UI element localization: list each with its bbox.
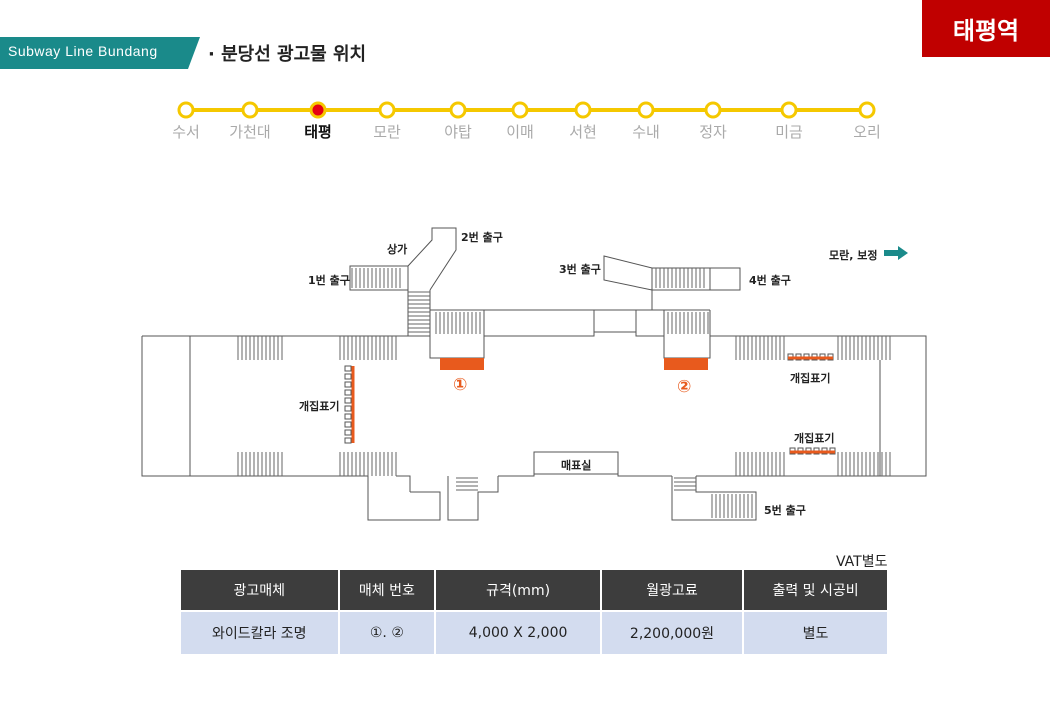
vat-note: VAT별도 [836,554,888,570]
cell-monthly-fee: 2,200,000원 [600,610,745,654]
stairs-exit1 [351,268,401,288]
corridor-niche [593,310,637,332]
line-tag: Subway Line Bundang [0,37,200,69]
station-dot-10 [858,101,876,119]
ad-marker-2-label: ② [677,377,692,397]
station-label-8: 정자 [699,123,727,141]
lower-left-room [367,476,441,521]
ad-marker-1-label: ① [453,375,468,395]
station-dot-7 [637,101,655,119]
station-dot-4 [449,101,467,119]
station-label-4: 야탑 [444,123,472,141]
page-title: · 분당선 광고물 위치 [208,44,367,65]
label-gate-upper-right: 개집표기 [790,372,831,385]
label-direction: 모란, 보정 [829,249,878,262]
header-production-fee: 출력 및 시공비 [743,570,887,611]
stair-2-well [663,310,711,359]
lower-left-stairs [447,476,499,521]
cell-production-fee: 별도 [743,610,887,654]
label-mall: 상가 [387,243,408,256]
gate-left [344,365,355,444]
cell-media-number: ①. ② [338,610,437,654]
line-tag-shape [0,37,200,69]
exit2-passage [407,227,457,291]
stairs-exit4 [655,268,705,288]
station-label-2: 태평 [304,123,332,141]
stairs-upper-right-2 [837,336,891,360]
stairs-exit5 [711,494,753,518]
station-dot-3 [378,101,396,119]
pricing-table: 광고매체 매체 번호 규격(mm) 월광고료 출력 및 시공비 와이드칼라 조명… [181,570,887,654]
label-gate-left: 개집표기 [299,400,340,413]
station-dot-9 [780,101,798,119]
pricing-header-row: 광고매체 매체 번호 규격(mm) 월광고료 출력 및 시공비 [181,570,887,611]
header-media: 광고매체 [181,570,340,611]
station-dot-1 [241,101,259,119]
stairs-exit5-upper [674,477,696,491]
line-tag-text: Subway Line Bundang [8,43,158,59]
stairs-platform-2 [667,312,709,334]
stairs-lower-left-2 [339,452,397,476]
stairs-exit1-passage [408,291,430,333]
station-label-9: 미금 [775,123,803,141]
cell-size: 4,000 X 2,000 [435,610,602,654]
station-dot-6 [574,101,592,119]
table-row: 와이드칼라 조명 ①. ② 4,000 X 2,000 2,200,000원 별… [181,610,887,654]
exit3-passage [603,255,711,291]
exit1-passage [407,266,431,336]
label-gate-lower-right: 개집표기 [794,432,835,445]
header-media-number: 매체 번호 [338,570,437,611]
station-dot-0 [177,101,195,119]
stairs-upper-left [237,336,283,360]
exit1-stairs [349,265,409,291]
exit5-passage [671,476,757,521]
label-exit1: 1번 출구 [308,274,350,287]
concourse-left-wall [141,336,368,477]
gate-upper-right [787,353,834,361]
header-size: 규격(mm) [435,570,602,611]
station-label-1: 가천대 [229,123,271,141]
cell-media: 와이드칼라 조명 [181,610,340,654]
concourse-right-wall [710,335,927,477]
stairs-lower-left [237,452,283,476]
station-dot-8 [704,101,722,119]
label-exit3: 3번 출구 [559,263,601,276]
stairs-upper-right [735,336,785,360]
station-label-5: 이매 [506,123,534,141]
station-label-6: 서현 [569,123,597,141]
ticket-office-box [533,451,619,475]
label-exit2: 2번 출구 [461,231,503,244]
stairs-upper-left-2 [339,336,397,360]
ad-marker-1 [440,358,484,370]
station-dot-2 [309,101,327,119]
line-map [177,101,876,119]
station-label-7: 수내 [632,123,660,141]
label-exit4: 4번 출구 [749,274,791,287]
gate-lower-right [789,447,836,455]
stairs-lower-right [735,452,785,476]
concourse-top-mid [484,331,664,337]
stairs-lower-mid [456,477,478,491]
stairs-platform-1 [435,312,481,334]
label-ticket-office: 매표실 [561,459,592,472]
station-label-0: 수서 [172,123,200,141]
station-label-10: 오리 [853,123,881,141]
header-monthly-fee: 월광고료 [600,570,745,611]
direction-arrow-icon [884,246,908,260]
station-label-3: 모란 [373,123,401,141]
station-dot-5 [511,101,529,119]
exit4-passage [651,267,741,310]
station-badge: 태평역 [922,0,1050,57]
stairs-lower-right-2 [837,452,891,476]
label-exit5: 5번 출구 [764,504,806,517]
ad-marker-2 [664,358,708,370]
